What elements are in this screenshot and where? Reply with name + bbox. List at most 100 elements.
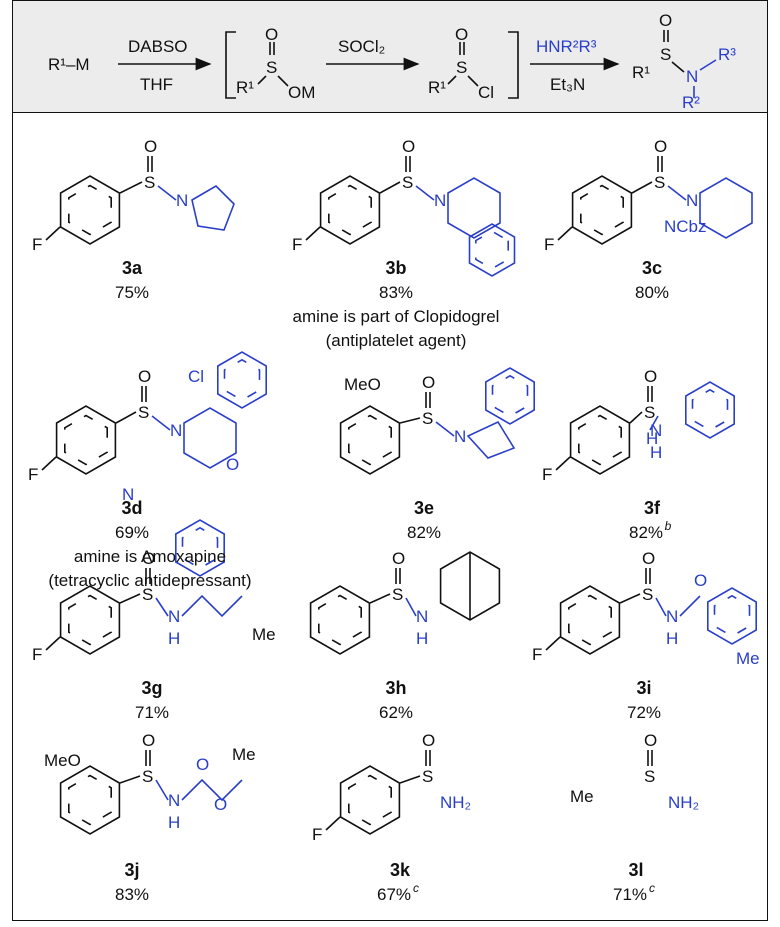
structure-3e-indoline-benzo-inner	[491, 374, 529, 418]
compound-id-3c: 3c	[642, 258, 662, 278]
structure-3c-n: N	[686, 191, 698, 210]
label-3l-nh2: NH₂	[668, 793, 699, 812]
structure-3b-s: S	[402, 173, 413, 192]
structure-3g-o: O	[142, 549, 155, 568]
structure-3i-tolyl-ring-inner	[713, 594, 751, 638]
structure-3k-o: O	[422, 731, 435, 750]
structure-3b-aryl-inner	[327, 184, 373, 236]
structure-3i-s: S	[642, 585, 653, 604]
label-3l-me: Me	[570, 787, 594, 806]
structure-3j-n: N	[168, 791, 180, 810]
compound-yield-3g: 71%	[135, 703, 169, 722]
structure-3c-s: S	[654, 173, 665, 192]
compound-id-3j: 3j	[124, 860, 139, 880]
structure-3b-piperazine	[447, 177, 501, 239]
structure-3f-bond-f	[555, 456, 571, 471]
structure-3g-aryl	[59, 585, 121, 655]
structure-3g-bond-f	[45, 636, 61, 651]
label-3d-o: O	[226, 455, 239, 474]
structure-3e-indoline-benzo	[484, 367, 536, 425]
structure-3k-f: F	[312, 825, 322, 844]
compound-id-3i: 3i	[636, 678, 651, 698]
step1-reagent: DABSO	[128, 37, 188, 56]
structure-3i-bond-ar-s	[619, 593, 641, 604]
structure-3l-o: O	[644, 731, 657, 750]
structure-3g-s: S	[142, 585, 153, 604]
structure-3i-aryl-inner	[567, 594, 613, 646]
label-3j-meo: MeO	[44, 751, 81, 770]
label-3d-cl: Cl	[188, 367, 204, 386]
compound-yield-3a: 75%	[115, 283, 149, 302]
structure-3b-thiophene	[468, 223, 516, 277]
step3-amine: HNR²R³	[536, 37, 597, 56]
structure-3f-o: O	[644, 367, 657, 386]
structure-3d-ring-b-inner	[181, 526, 219, 570]
label-3e-meo: MeO	[344, 375, 381, 394]
structure-3j-bond-s-n	[155, 779, 169, 801]
compound-yield-3h: 62%	[379, 703, 413, 722]
compound-yield-3j: 83%	[115, 885, 149, 904]
structure-3e-aryl	[339, 405, 401, 475]
structure-3h-aryl	[309, 585, 371, 655]
structure-3c-f: F	[544, 235, 554, 254]
structure-3a-o: O	[144, 137, 157, 156]
structure-3f-nh: H	[650, 443, 662, 462]
structure-3a-aryl-inner	[68, 184, 112, 236]
structure-3j-aryl	[59, 765, 121, 835]
compound-sup-3l: c	[649, 881, 655, 895]
prod-r2: R²	[682, 93, 700, 112]
compound-id-3d: 3d	[121, 498, 142, 518]
structure-3d-ring-a-inner	[223, 358, 261, 402]
label-3f-h: H	[646, 429, 658, 448]
structure-3d-piperazine	[183, 407, 237, 469]
structure-3j-boc-o2: O	[214, 795, 227, 814]
structure-3a-pyrrolidine	[191, 184, 235, 231]
reaction-scheme-header	[12, 0, 768, 113]
structure-3d-s: S	[138, 403, 149, 422]
structure-3h-s: S	[392, 585, 403, 604]
structure-3e-bond-ar-s	[399, 417, 421, 424]
compound-sup-3f: b	[665, 519, 672, 533]
structure-3g-nh: H	[168, 629, 180, 648]
structure-3b-aryl	[319, 175, 381, 245]
label-3k-nh2: NH₂	[440, 793, 471, 812]
compound-id-3e: 3e	[414, 498, 434, 518]
structure-3a-f: F	[32, 235, 42, 254]
structure-3c-aryl	[571, 175, 633, 245]
structure-3f-phenyl-inner	[691, 388, 729, 432]
int2-o: O	[455, 25, 468, 44]
compound-id-3b: 3b	[385, 258, 406, 278]
structure-3i-o: O	[642, 549, 655, 568]
structure-3d-ring-a	[217, 351, 268, 409]
structure-3k-s: S	[422, 767, 433, 786]
int1-s: S	[266, 58, 277, 77]
structure-3i-aryl	[559, 585, 621, 655]
structure-3i-bond-s-n	[655, 597, 667, 617]
structure-3b-n: N	[434, 191, 446, 210]
prod-r3: R³	[718, 45, 736, 64]
compound-id-3f: 3f	[644, 498, 661, 518]
bracket-right	[508, 31, 519, 99]
structure-3d-bond-ar-s	[115, 411, 137, 424]
int1-o: O	[265, 25, 278, 44]
structure-3a-bond-ar-s	[119, 181, 143, 194]
compound-labels: 3a 75% 3b 83% amine is part of Clopidogr…	[48, 258, 671, 904]
structure-3h-nh: H	[416, 629, 428, 648]
structure-3b-bond-f	[305, 226, 321, 241]
structure-3e-n: N	[454, 427, 466, 446]
compound-yield-3d: 69%	[115, 523, 149, 542]
structure-3i-co-bond	[679, 595, 701, 617]
structure-3d-ring-b	[175, 519, 225, 577]
compound-note-3b-1: amine is part of Clopidogrel	[293, 307, 500, 326]
structure-3d-bond-s-n	[151, 415, 171, 431]
prod-n: N	[686, 67, 698, 86]
structure-3e-bond-s-n	[435, 421, 455, 437]
compound-structures: FSONFSONFSONFSONSONFSONHFSONHSONHFSONOHS…	[28, 137, 758, 844]
structure-3f-n: N	[650, 421, 662, 440]
label-3g-me: Me	[252, 625, 276, 644]
label-3i-me: Me	[736, 649, 760, 668]
structure-3e-s: S	[422, 409, 433, 428]
structure-3g-bond-s-n	[155, 597, 169, 617]
compound-yield-3f: 82%	[629, 523, 663, 542]
structure-3d-f: F	[28, 465, 38, 484]
